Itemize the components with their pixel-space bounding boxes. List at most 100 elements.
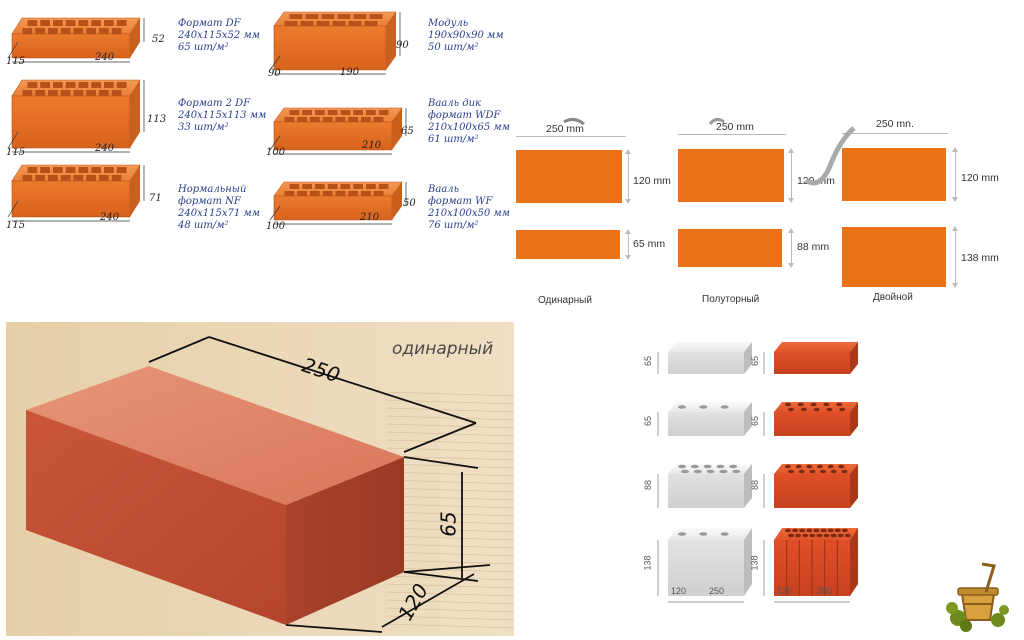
brick-nf-hole	[104, 167, 114, 173]
silicate-brick-3-hole	[729, 464, 738, 469]
wood-grain-line	[385, 479, 514, 485]
brick-df-hole	[111, 28, 122, 34]
brick-wf-hole	[315, 184, 325, 189]
wood-grain-line	[385, 439, 514, 445]
ceramic-brick-2-hole	[839, 407, 846, 412]
ceramic-brick-4-hole	[788, 533, 794, 538]
brick-nf-hole	[35, 175, 45, 181]
brick-wf-hole	[353, 184, 363, 189]
flat-top-dim-1: 250 mm	[546, 123, 584, 135]
ceramic-brick-4-hole	[806, 528, 813, 533]
silicate-brick-3-hole	[716, 464, 725, 469]
brick-wdf-hole	[289, 110, 300, 115]
ceramic-brick-3-hole	[785, 464, 791, 469]
format-2df-label: Формат 2 DF 240x115x113 мм 33 шт/м²	[178, 98, 267, 133]
brick-nf-hole	[99, 175, 109, 181]
brick-nf-side	[130, 165, 140, 217]
brick-2df-hole	[40, 82, 50, 88]
brick-wf-hole	[297, 191, 307, 196]
brick-wf-hole	[310, 191, 320, 196]
silicate-brick-3-hole	[681, 469, 689, 474]
format-wdf-label: Вааль дик формат WDF 210x100x65 мм 61 шт…	[428, 98, 510, 145]
brick-module-hole	[364, 21, 378, 26]
brick-wdf-hole	[315, 110, 325, 115]
brick-rect-one-and-half-edge	[678, 229, 782, 267]
ribbon-decoration	[563, 117, 856, 186]
brick-nf-dim-line	[7, 200, 19, 218]
ceramic-brick-4-hole	[830, 533, 837, 538]
module-width: 90	[268, 68, 281, 79]
brick-wdf-hole	[297, 117, 307, 122]
brick-wf-hole	[327, 184, 338, 189]
brick-wf-hole	[361, 191, 371, 196]
arrow-half-88	[788, 228, 794, 268]
ceramic-brick-3-side	[850, 464, 858, 508]
brick-wf-side	[392, 182, 402, 220]
ceramic-brick-3-hole	[788, 469, 794, 474]
wood-grain-line	[385, 511, 514, 517]
ceramic-brick-4-side	[850, 528, 858, 596]
module-height: 90	[396, 40, 409, 51]
ceramic-brick-1-front	[774, 352, 850, 374]
ceramic-brick-4-hole	[799, 528, 806, 533]
brick-rect-single	[516, 150, 622, 203]
brick-module-hole	[332, 21, 346, 26]
brick-df-hole	[35, 28, 45, 34]
brick-nf-hole	[86, 175, 96, 181]
ceramic-brick-1-side	[850, 342, 858, 374]
silicate-brick-3-hole	[732, 469, 741, 474]
silicate-brick-4-hole	[720, 532, 729, 536]
grid-height-3-white: 88	[643, 479, 654, 491]
wood-grain-line	[385, 527, 514, 533]
ceramic-brick-2-hole	[785, 402, 791, 407]
ceramic-brick-3-hole	[820, 469, 826, 474]
brick-2df-dim-line	[7, 131, 19, 149]
brick-module-hole	[348, 21, 362, 26]
silicate-brick-2-hole	[699, 405, 708, 409]
brick-module-hole	[337, 14, 351, 19]
brick-wdf-hole	[348, 117, 358, 122]
wdf-length: 210	[362, 140, 382, 151]
brick-comparison-grid	[657, 342, 858, 603]
brick-wdf-hole	[284, 117, 295, 122]
grid-height-3-red: 88	[750, 479, 761, 491]
brick-2df-hole	[35, 90, 45, 96]
ceramic-brick-4-hole	[837, 533, 844, 538]
silicate-brick-4-side	[744, 528, 752, 596]
brick-wdf-hole	[353, 110, 363, 115]
brick-df-hole	[116, 20, 127, 26]
ceramic-brick-3-front	[774, 474, 850, 508]
df-length: 240	[95, 52, 115, 63]
wf-height: 50	[403, 198, 416, 209]
brick-nf-hole	[111, 175, 122, 181]
format-nf-label: Нормальный формат NF 240x115x71 мм 48 шт…	[178, 184, 260, 231]
ceramic-brick-3-hole	[798, 469, 805, 474]
silicate-brick-3-hole	[719, 469, 728, 474]
ceramic-brick-4-hole	[834, 528, 841, 533]
brick-wdf-hole	[322, 117, 333, 122]
brick-module-hole	[316, 21, 330, 26]
wood-grain-line	[385, 423, 514, 429]
wood-grain-line	[385, 623, 514, 629]
silicate-brick-2-top	[668, 402, 752, 412]
brick-2df-hole	[53, 82, 63, 88]
brick-wdf-hole	[373, 117, 384, 122]
brick-nf-hole	[91, 167, 101, 173]
ceramic-brick-3-hole	[806, 464, 813, 469]
single-brick-label: одинарный	[392, 339, 494, 359]
brick-2df-hole	[116, 82, 127, 88]
brick-nf-hole	[65, 167, 76, 173]
brick-2df-hole	[91, 82, 101, 88]
silicate-brick-4-hole	[678, 532, 686, 536]
wood-grain-line	[385, 519, 514, 525]
brick-df-hole	[65, 20, 76, 26]
wood-grain-line	[385, 543, 514, 549]
wood-grain-line	[385, 487, 514, 493]
wood-grain-line	[385, 415, 514, 421]
ceramic-brick-4-hole	[802, 533, 809, 538]
brick-wdf-side	[392, 108, 402, 150]
silicate-brick-3-hole	[693, 469, 702, 474]
brick-wf-hole	[335, 191, 346, 196]
ceramic-brick-3-hole	[827, 464, 834, 469]
brick-df-hole	[60, 28, 71, 34]
